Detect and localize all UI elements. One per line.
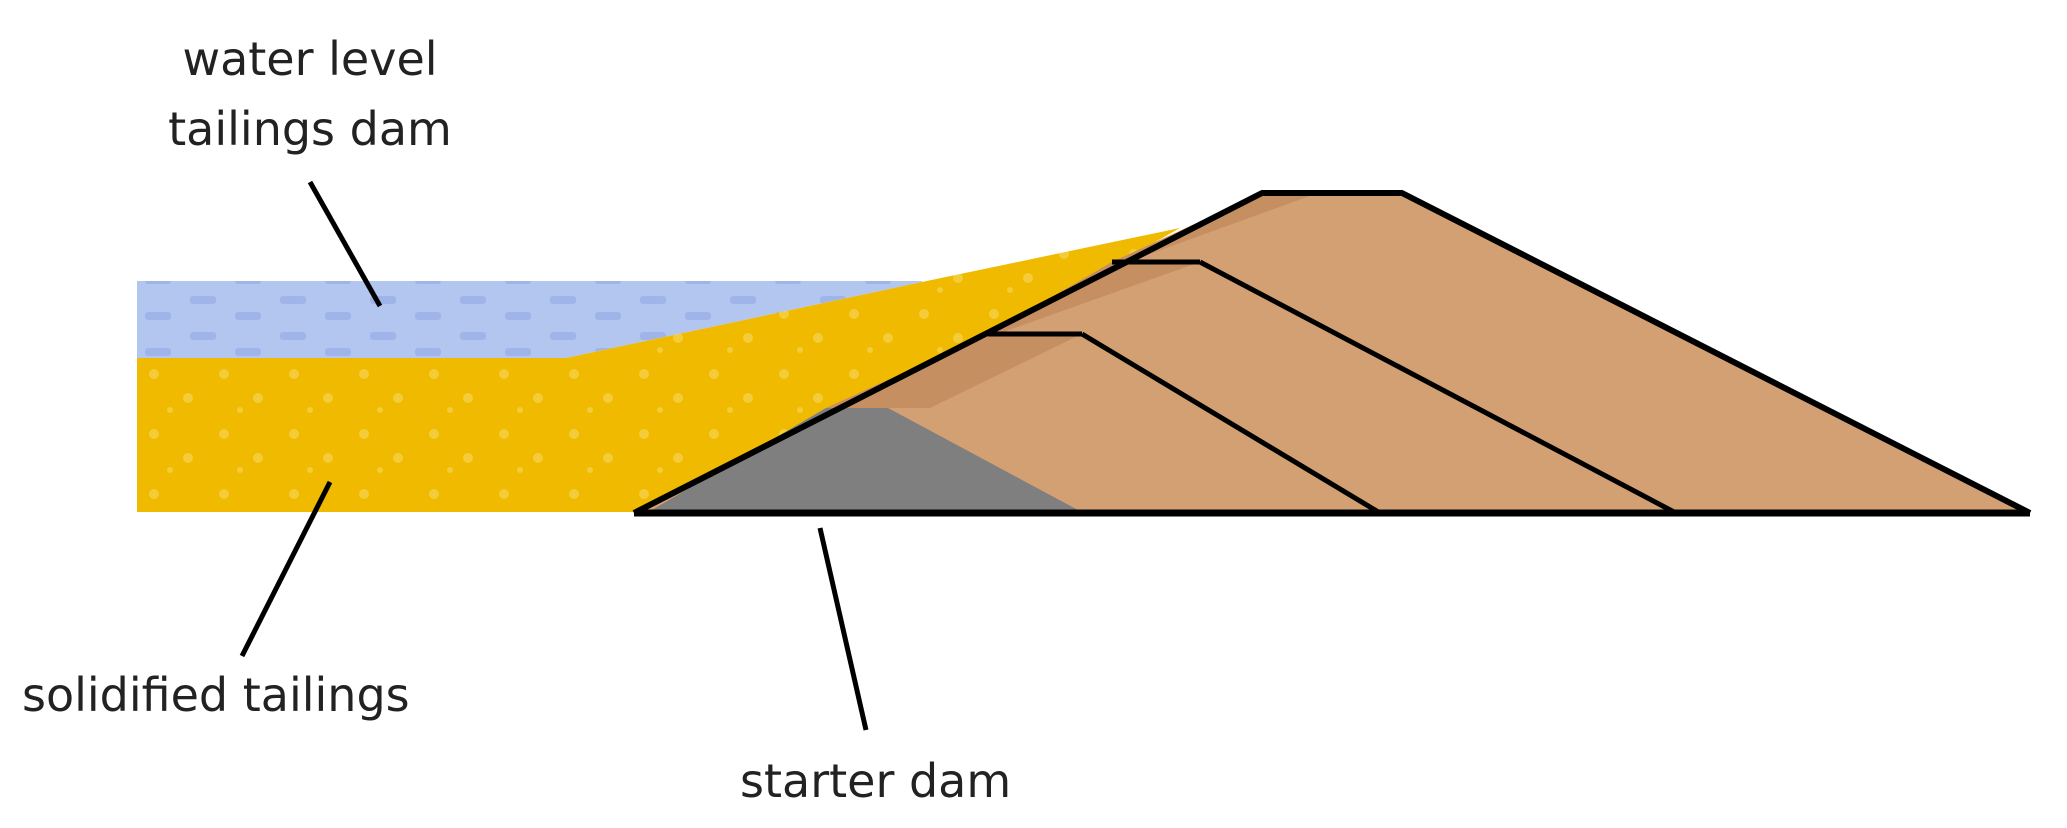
upper-raise-slope: [1198, 259, 1678, 516]
label-water-level: water level: [182, 32, 438, 86]
dam-outline: [632, 190, 2032, 516]
label-starter-dam: starter dam: [740, 754, 1012, 808]
water-body: [137, 281, 922, 358]
dam-raise-shadow-lower: [826, 334, 1082, 408]
middle-raise-slope: [1080, 331, 1382, 516]
dam-raise-shadow-middle: [988, 262, 1200, 336]
solidified-tailings-body: [137, 228, 1180, 512]
leader-line-tailings-dam: [307, 180, 383, 308]
label-solidified-tailings: solidified tailings: [22, 668, 410, 722]
starter-dam-body: [652, 408, 1078, 510]
leader-line-starter-dam: [817, 527, 869, 731]
label-tailings-dam: tailings dam: [168, 102, 452, 156]
leader-line-solidified-tailings: [239, 480, 333, 658]
tailings-dam-body: [634, 193, 2030, 513]
